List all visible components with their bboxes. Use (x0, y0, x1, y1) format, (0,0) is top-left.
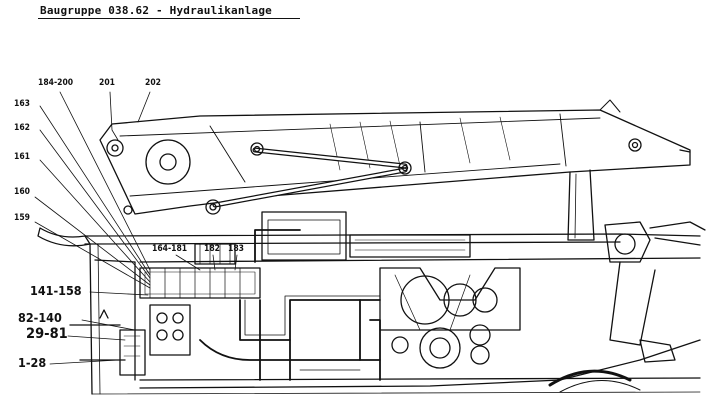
hydraulic-cylinders (106, 139, 412, 215)
valve-block (119, 243, 261, 376)
label-163: 163 (14, 99, 30, 109)
left-platform (37, 227, 136, 395)
label-184-200: 184-200 (38, 78, 74, 88)
label-141-158: 141-158 (30, 283, 82, 298)
label-162: 162 (14, 123, 30, 133)
label-1-28: 1-28 (18, 355, 47, 370)
label-182: 182 (204, 244, 220, 254)
label-202: 202 (145, 78, 161, 88)
label-164-181: 164-181 (152, 244, 188, 254)
hydraulic-lines (199, 229, 381, 381)
label-161: 161 (14, 152, 30, 162)
title-underline (38, 18, 300, 20)
rear-structure (548, 221, 706, 393)
label-159: 159 (14, 213, 30, 223)
chassis-frame (84, 211, 701, 395)
label-183: 183 (228, 244, 244, 254)
label-201: 201 (99, 78, 115, 88)
page-title: Baugruppe 038.62 - Hydraulikanlage (40, 4, 272, 17)
label-82-140: 82-140 (18, 310, 62, 325)
leader-lines (34, 91, 238, 365)
support-post (567, 169, 595, 241)
boom (99, 99, 691, 215)
label-160: 160 (14, 187, 30, 197)
engine-group (379, 267, 521, 369)
label-29-81: 29-81 (26, 326, 68, 342)
